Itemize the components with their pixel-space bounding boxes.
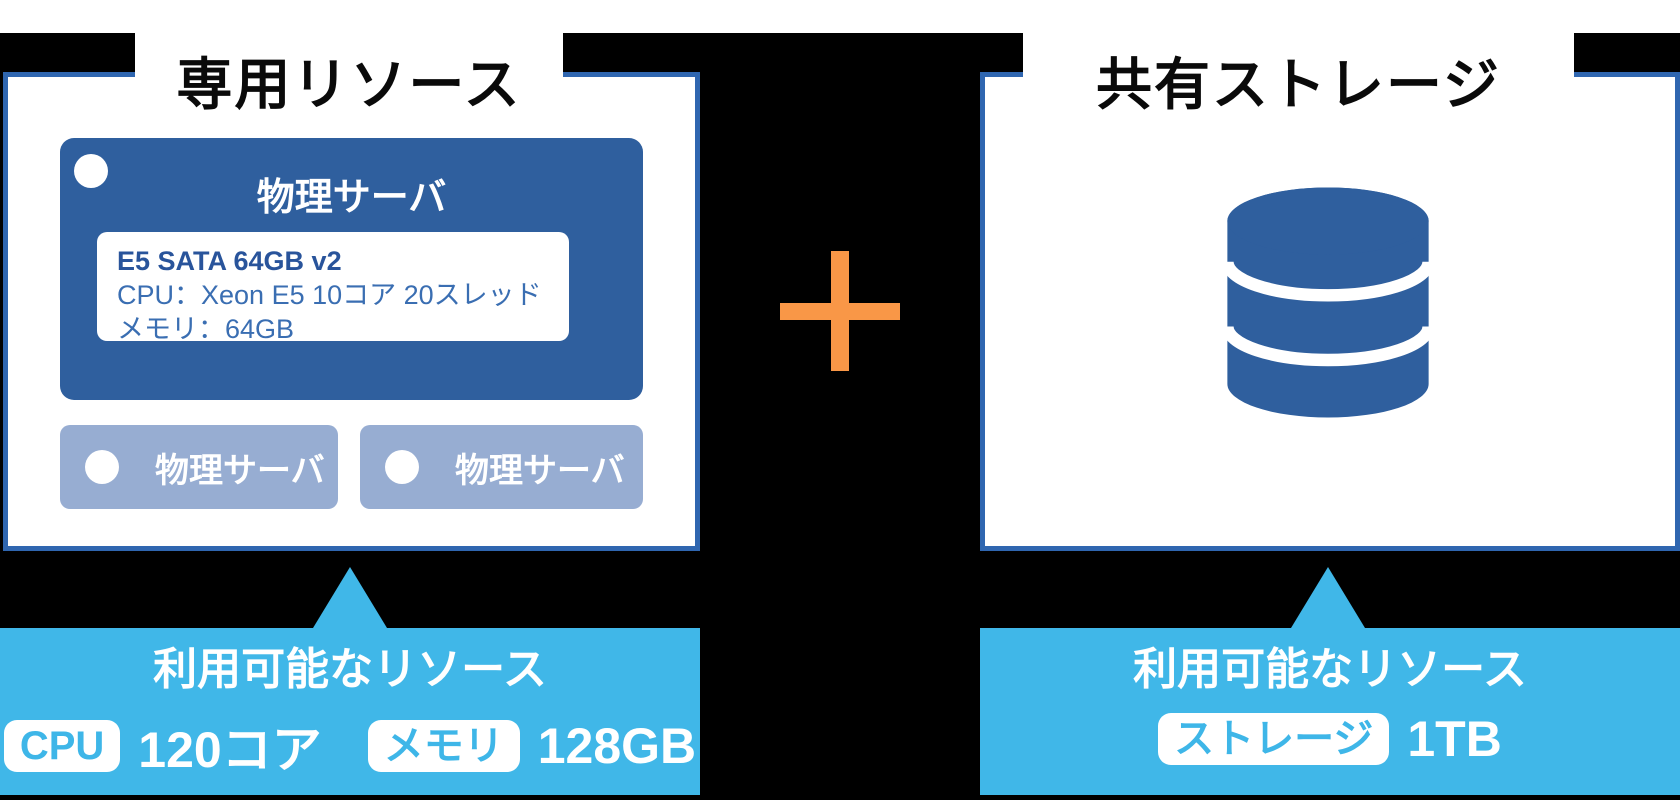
database-icon (1221, 187, 1435, 418)
shared-storage-title-chip: 共有ストレージ (1023, 33, 1574, 116)
storage-badge: ストレージ (1158, 713, 1390, 765)
resource-badge-row: CPU 120コア メモリ 128GB (0, 710, 700, 782)
available-resources-banner-left: 利用可能なリソース CPU 120コア メモリ 128GB (0, 628, 700, 795)
storage-resource-item: ストレージ 1TB (1158, 710, 1502, 768)
memory-value: 128GB (537, 718, 697, 774)
cpu-value: 120コア (138, 722, 322, 778)
physical-server-box: 物理サーバ E5 SATA 64GB v2 CPU：Xeon E5 10コア 2… (60, 138, 643, 400)
physical-server-title: 物理サーバ (256, 177, 447, 219)
server-indicator-dot (85, 450, 119, 484)
physical-server-small-label: 物理サーバ (455, 451, 625, 490)
shared-storage-title: 共有ストレージ (1096, 52, 1501, 116)
available-resources-title: 利用可能なリソース (1133, 645, 1527, 694)
cpu-resource-item: CPU 120コア (3, 710, 322, 782)
memory-badge: メモリ (367, 720, 520, 772)
server-indicator-dot (74, 154, 108, 188)
available-resources-title: 利用可能なリソース (153, 645, 547, 694)
server-cpu-spec: CPU：Xeon E5 10コア 20スレッド (117, 280, 542, 310)
server-spec-card: E5 SATA 64GB v2 CPU：Xeon E5 10コア 20スレッド … (97, 232, 569, 344)
dedicated-resources-title: 専用リソース (176, 52, 522, 116)
server-indicator-dot (385, 450, 419, 484)
physical-server-small-box: 物理サーバ (360, 425, 643, 509)
dedicated-resources-title-chip: 専用リソース (135, 33, 563, 116)
arrow-up-triangle (313, 567, 387, 628)
physical-server-small-label: 物理サーバ (155, 451, 325, 490)
resource-badge-row: ストレージ 1TB (980, 710, 1680, 768)
storage-value: 1TB (1407, 711, 1502, 767)
available-resources-banner-right: 利用可能なリソース ストレージ 1TB (980, 628, 1680, 795)
server-memory-spec: メモリ：64GB (117, 314, 295, 344)
memory-resource-item: メモリ 128GB (367, 717, 697, 775)
physical-server-small-box: 物理サーバ (60, 425, 338, 509)
top-white-strip (0, 0, 1680, 33)
cpu-badge: CPU (3, 720, 121, 772)
server-model-name: E5 SATA 64GB v2 (117, 246, 342, 276)
plus-icon (780, 251, 900, 371)
arrow-up-triangle (1291, 567, 1365, 628)
